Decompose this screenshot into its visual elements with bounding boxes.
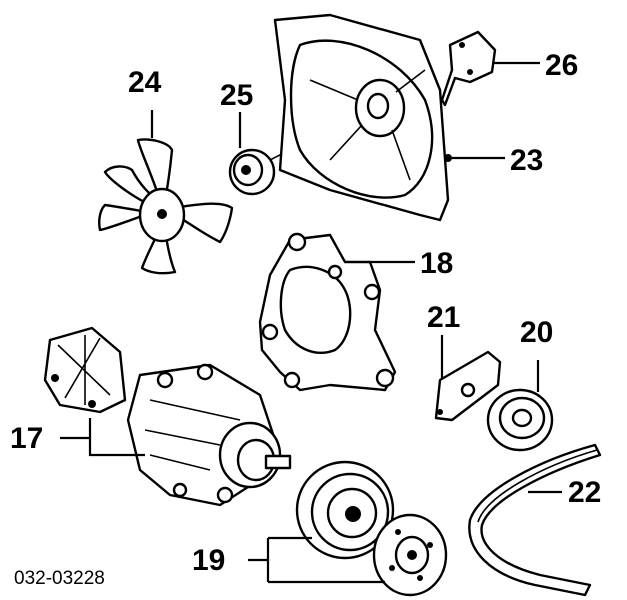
clutch-pulley-part [295,460,395,560]
compressor-mount-part [43,326,127,414]
v-belt-part [468,443,602,597]
clutch-plate-part [372,513,448,597]
callout-24: 24 [128,66,162,99]
compressor-bracket-part [258,232,397,392]
callout-17: 17 [10,422,43,455]
callout-25: 25 [220,79,253,112]
callout-23: 23 [510,144,543,177]
callout-20: 20 [520,316,553,349]
callout-22: 22 [568,476,601,509]
fan-shroud-part [273,13,452,222]
callout-26: 26 [545,49,578,82]
idler-pulley-part [486,388,554,452]
idler-bracket-part [434,350,502,422]
relay-bracket-part [440,30,497,107]
compressor-part [126,363,292,507]
callout-19: 19 [192,544,225,577]
fan-blade-part [98,110,234,275]
callout-18: 18 [420,247,453,280]
callout-21: 21 [427,301,460,334]
figure-code: 032-03228 [14,568,105,589]
